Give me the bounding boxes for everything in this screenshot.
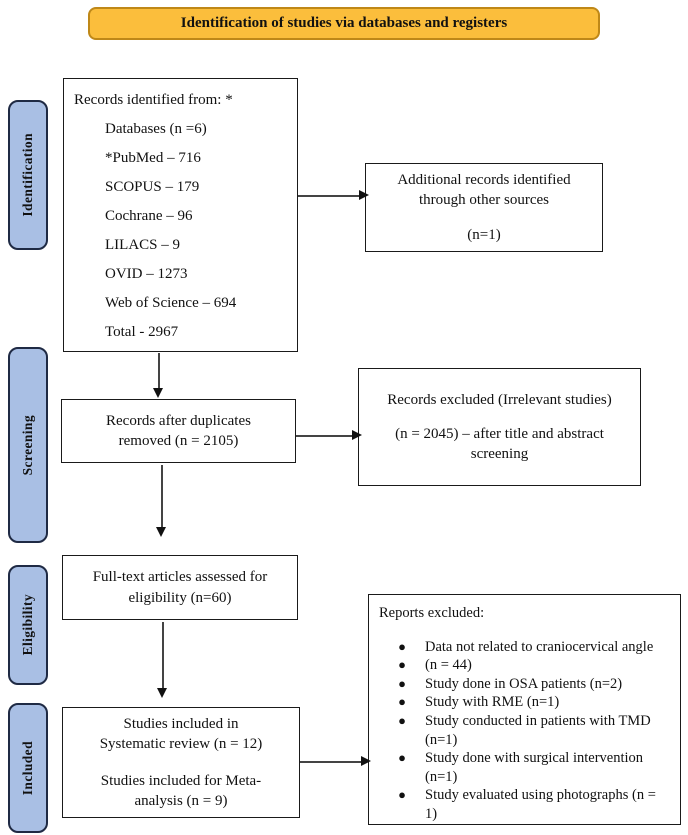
excluded-item-photographs: Study evaluated using photographs (n = 1… (425, 787, 656, 822)
excluded-item-surgical: Study done with surgical intervention (n… (425, 750, 644, 785)
records-line-databases: Databases (n =6) (105, 121, 207, 137)
list-item: ● Study with RME (n=1) (379, 693, 670, 712)
fulltext-assessed-box: Full-text articles assessed for eligibil… (62, 555, 298, 620)
fulltext-assessed-text: Full-text articles assessed for eligibil… (92, 569, 268, 606)
excluded-item-n44: (n = 44) (425, 657, 472, 674)
studies-included-box: Studies included in Systematic review (n… (62, 707, 300, 818)
records-line-cochrane: Cochrane – 96 (105, 208, 193, 224)
stage-label-included-text: Included (20, 740, 35, 796)
records-line-ovid: OVID – 1273 (105, 266, 188, 282)
stage-label-screening-text: Screening (20, 414, 35, 476)
records-line-pubmed: *PubMed – 716 (105, 150, 201, 166)
bullet-icon: ● (398, 657, 406, 673)
reports-excluded-title: Reports excluded: (379, 605, 485, 621)
excluded-item-tmd: Study conducted in patients with TMD (n=… (425, 712, 651, 748)
excluded-item-osa: Study done in OSA patients (n=2) (425, 675, 623, 692)
records-line-lilacs: LILACS – 9 (105, 237, 180, 253)
bullet-icon: ● (398, 750, 406, 766)
stage-label-screening: Screening (8, 347, 48, 543)
list-item: ● Study done in OSA patients (n=2) (379, 675, 670, 694)
stage-label-identification: Identification (8, 100, 48, 250)
title-banner: Identification of studies via databases … (88, 7, 600, 40)
records-excluded-box: Records excluded (Irrelevant studies) (n… (358, 368, 641, 486)
stage-label-identification-text: Identification (20, 133, 35, 217)
arrow-duplicates-to-excluded (296, 431, 362, 440)
arrow-included-to-reports-excluded (300, 757, 371, 766)
records-excluded-line1: Records excluded (Irrelevant studies) (387, 391, 612, 408)
records-identified-title: Records identified from: * (74, 92, 233, 108)
arrow-records-to-additional (298, 191, 369, 200)
banner-title: Identification of studies via databases … (180, 15, 508, 31)
bullet-icon: ● (398, 787, 406, 803)
list-item: ● (n = 44) (379, 656, 670, 675)
excluded-item-craniocervical: Data not related to craniocervical angle (425, 638, 654, 655)
stage-label-eligibility: Eligibility (8, 565, 48, 685)
bullet-icon: ● (398, 694, 406, 710)
arrow-fulltext-to-included (158, 622, 167, 698)
duplicates-removed-box: Records after duplicates removed (n = 21… (61, 399, 296, 463)
bullet-icon: ● (398, 712, 406, 728)
reports-excluded-box: Reports excluded: ● Data not related to … (368, 594, 681, 825)
list-item: ● Data not related to craniocervical ang… (379, 638, 670, 657)
stage-label-included: Included (8, 703, 48, 833)
additional-records-text: Additional records identified through ot… (397, 172, 571, 209)
duplicates-removed-text: Records after duplicates removed (n = 21… (106, 412, 251, 449)
records-line-total: Total - 2967 (105, 324, 179, 340)
list-item: ● Study conducted in patients with TMD (… (379, 712, 670, 749)
studies-included-line1: Studies included in Systematic review (n… (99, 716, 263, 753)
records-identified-box: Records identified from: * Databases (n … (63, 78, 298, 352)
list-item: ● Study done with surgical intervention … (379, 749, 670, 786)
stage-label-eligibility-text: Eligibility (20, 594, 35, 656)
studies-included-line2: Studies included for Meta- analysis (n =… (100, 772, 262, 809)
records-excluded-line2: (n = 2045) – after title and abstract sc… (395, 425, 604, 463)
excluded-item-rme: Study with RME (n=1) (425, 694, 560, 711)
bullet-icon: ● (398, 638, 406, 654)
additional-records-box: Additional records identified through ot… (365, 163, 603, 252)
additional-records-count: (n=1) (467, 226, 501, 243)
list-item: ● Study evaluated using photographs (n =… (379, 786, 670, 823)
reports-excluded-list: ● Data not related to craniocervical ang… (379, 638, 670, 824)
arrow-records-to-duplicates (154, 353, 163, 398)
arrow-duplicates-to-fulltext (157, 465, 166, 537)
records-line-webofscience: Web of Science – 694 (105, 295, 237, 311)
bullet-icon: ● (398, 675, 406, 691)
records-line-scopus: SCOPUS – 179 (105, 179, 200, 195)
